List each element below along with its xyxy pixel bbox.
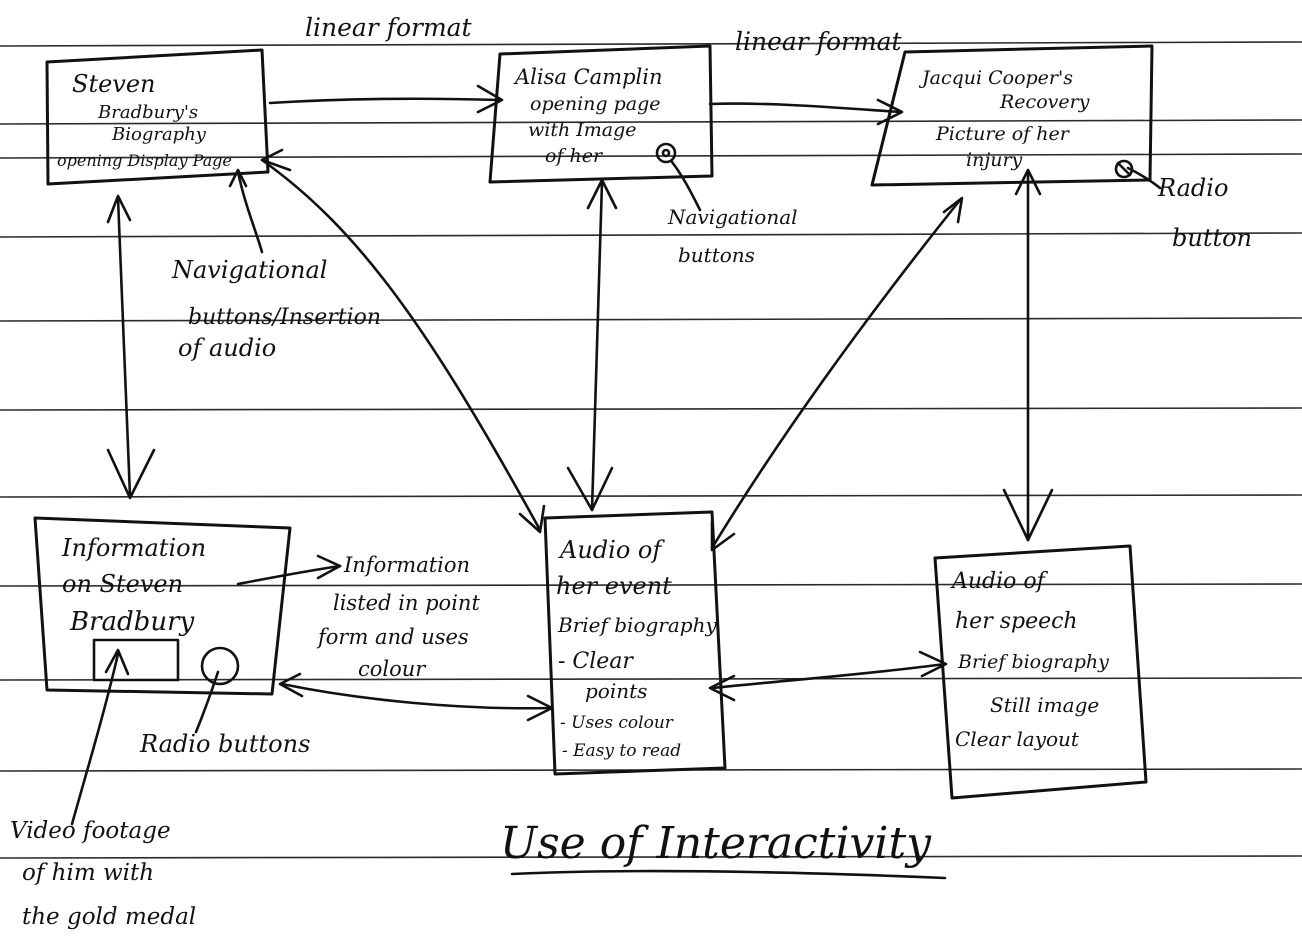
arrow-bradbury-vertical xyxy=(116,196,132,498)
node-text: Information xyxy=(61,534,206,562)
svg-text:form and uses: form and uses xyxy=(316,625,469,649)
arrow-linear-2 xyxy=(708,102,902,114)
svg-text:of audio: of audio xyxy=(178,334,276,362)
pointer-video-footage xyxy=(70,652,120,826)
node-text: Steven xyxy=(72,70,156,98)
arrowhead xyxy=(106,194,132,224)
annotation-nav-buttons: Navigational buttons xyxy=(667,205,798,267)
node-text: Recovery xyxy=(999,91,1090,113)
node-text: points xyxy=(585,679,647,703)
annotation-radio-buttons: Radio buttons xyxy=(139,730,310,758)
node-text: injury xyxy=(966,149,1023,171)
arrow-info-to-note xyxy=(236,564,342,586)
connector-arrows xyxy=(70,84,1162,826)
node-camplin-opening: Alisa Camplin opening page with Image of… xyxy=(488,44,714,184)
node-camplin-audio: Audio of her event Brief biography - Cle… xyxy=(543,510,727,776)
annotation-info-note: Information listed in point form and use… xyxy=(316,553,480,681)
arrowhead xyxy=(106,448,156,500)
arrowhead xyxy=(708,674,736,702)
node-cooper-recovery: Jacqui Cooper's Recovery Picture of her … xyxy=(870,44,1154,187)
arrowhead xyxy=(918,650,948,678)
arrow-cooper-to-camplin-audio xyxy=(710,198,962,550)
node-text: - Uses colour xyxy=(560,713,674,733)
video-frame-icon xyxy=(92,638,180,682)
svg-text:Radio: Radio xyxy=(1157,174,1228,202)
arrowhead xyxy=(278,672,304,698)
svg-text:buttons: buttons xyxy=(678,243,755,267)
navigational-button-icon xyxy=(655,142,677,164)
node-text: with Image xyxy=(528,119,637,141)
node-text: Audio of xyxy=(950,569,1049,594)
node-text: Brief biography xyxy=(557,613,717,637)
arrowhead xyxy=(228,168,248,188)
radio-button-icon xyxy=(200,646,240,686)
arrowhead xyxy=(316,554,342,580)
edge-label-linear-format: linear format xyxy=(735,27,903,56)
arrowhead xyxy=(526,694,554,722)
arrow-info-to-camplin-audio xyxy=(280,682,552,710)
node-text: Jacqui Cooper's xyxy=(918,67,1073,89)
node-text: Biography xyxy=(111,124,207,145)
node-text: Still image xyxy=(990,693,1099,717)
node-cooper-audio: Audio of her speech Brief biography Stil… xyxy=(933,544,1148,800)
node-bradbury-opening: Steven Bradbury's Biography opening Disp… xyxy=(45,48,270,186)
node-text: Bradbury's xyxy=(97,102,198,123)
node-text: Brief biography xyxy=(957,651,1109,673)
arrowhead xyxy=(566,466,614,512)
node-text: on Steven xyxy=(62,570,183,598)
ruled-lines xyxy=(0,41,1302,859)
node-text: Clear layout xyxy=(955,727,1080,751)
node-text: - Easy to read xyxy=(562,741,681,761)
arrowhead xyxy=(104,648,130,676)
svg-text:the gold medal: the gold medal xyxy=(22,904,196,930)
svg-text:buttons/Insertion: buttons/Insertion xyxy=(188,305,381,330)
pointer-radio-button xyxy=(1126,166,1162,190)
svg-text:Information: Information xyxy=(343,553,470,577)
node-text: Alisa Camplin xyxy=(513,65,662,89)
pointer-nav-buttons-2 xyxy=(670,160,702,212)
arrowhead xyxy=(1002,488,1054,542)
pointer-nav-buttons xyxy=(236,170,264,254)
node-text: her event xyxy=(556,572,672,600)
node-text: opening Display Page xyxy=(57,151,232,170)
arrowhead xyxy=(260,148,292,172)
title-underline xyxy=(510,869,947,880)
arrow-bradbury-to-camplin-audio xyxy=(260,158,542,532)
pointer-radio-buttons xyxy=(194,670,220,734)
arrow-camplin-to-cooper-audio xyxy=(710,662,947,690)
svg-text:colour: colour xyxy=(358,657,427,681)
node-text: of her xyxy=(545,145,604,167)
svg-text:Video footage: Video footage xyxy=(10,818,171,844)
node-text: opening page xyxy=(530,93,661,115)
arrow-camplin-vertical xyxy=(590,180,604,512)
arrowhead xyxy=(710,520,736,552)
node-text: Audio of xyxy=(558,536,665,564)
edge-label-linear-format: linear format xyxy=(305,13,473,42)
arrow-linear-1 xyxy=(268,97,502,105)
diagram-title: Use of Interactivity xyxy=(500,818,932,869)
annotation-radio-button: Radio button xyxy=(1157,174,1252,252)
svg-text:Navigational: Navigational xyxy=(667,205,798,229)
svg-text:of him with: of him with xyxy=(22,860,154,886)
node-text: Picture of her xyxy=(935,123,1071,145)
arrowhead xyxy=(942,196,964,224)
node-text: Bradbury xyxy=(69,607,194,637)
svg-text:listed in point: listed in point xyxy=(333,591,480,615)
arrowhead xyxy=(586,178,618,210)
svg-text:button: button xyxy=(1172,224,1252,252)
arrowhead xyxy=(876,98,904,126)
node-text: her speech xyxy=(955,609,1078,634)
svg-text:Navigational: Navigational xyxy=(171,256,327,284)
node-bradbury-info: Information on Steven Bradbury xyxy=(33,516,292,696)
annotation-video-footage: Video footage of him with the gold medal xyxy=(10,818,196,930)
arrowhead xyxy=(518,504,546,534)
node-text: - Clear xyxy=(558,649,634,674)
arrowhead xyxy=(1014,168,1042,196)
annotation-nav-buttons-audio: Navigational buttons/Insertion of audio xyxy=(171,256,381,362)
arrowhead xyxy=(476,84,504,114)
